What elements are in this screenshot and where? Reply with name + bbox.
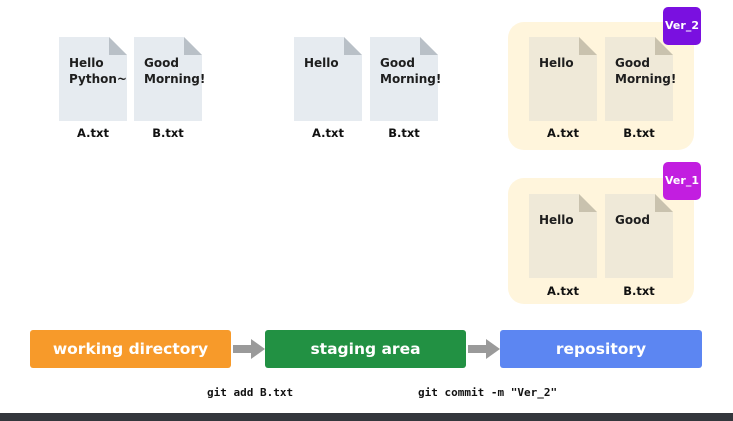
arrow-right-icon xyxy=(233,339,265,359)
file-content: Good Morning! xyxy=(615,56,677,86)
document-icon xyxy=(370,37,438,121)
ver-1-badge: Ver_1 xyxy=(663,162,701,200)
working-directory-bar: working directory xyxy=(30,330,231,368)
file-name: B.txt xyxy=(623,126,655,140)
repo2-file-a: Hello xyxy=(529,37,597,121)
document-icon xyxy=(605,37,673,121)
arrow-right-icon xyxy=(468,339,500,359)
file-content: Good Morning! xyxy=(144,56,206,86)
file-name: A.txt xyxy=(77,126,109,140)
repository-bar: repository xyxy=(500,330,702,368)
document-icon xyxy=(294,37,362,121)
repo2-file-b: Good Morning! xyxy=(605,37,677,121)
git-add-command: git add B.txt xyxy=(207,386,294,399)
file-name: B.txt xyxy=(152,126,184,140)
ver-2-badge: Ver_2 xyxy=(663,7,701,45)
file-name: B.txt xyxy=(388,126,420,140)
document-icon xyxy=(134,37,202,121)
file-name: A.txt xyxy=(312,126,344,140)
stage-file-a: Hello xyxy=(294,37,362,121)
stage-file-b: Good Morning! xyxy=(370,37,442,121)
wd-file-a: Hello Python~ xyxy=(59,37,127,121)
file-content: Hello Python~ xyxy=(69,56,127,86)
file-content: Hello xyxy=(539,213,574,227)
bottom-bar xyxy=(0,413,733,421)
file-name: A.txt xyxy=(547,284,579,298)
repo1-file-a: Hello xyxy=(529,194,597,278)
wd-file-b: Good Morning! xyxy=(134,37,206,121)
file-content: Good Morning! xyxy=(380,56,442,86)
file-content: Hello xyxy=(539,56,574,70)
file-content: Good xyxy=(615,213,650,227)
document-icon xyxy=(529,194,597,278)
file-content: Hello xyxy=(304,56,339,70)
document-icon xyxy=(59,37,127,121)
document-icon xyxy=(605,194,673,278)
file-name: A.txt xyxy=(547,126,579,140)
repo1-file-b: Good xyxy=(605,194,673,278)
document-icon xyxy=(529,37,597,121)
staging-area-bar: staging area xyxy=(265,330,466,368)
file-name: B.txt xyxy=(623,284,655,298)
git-commit-command: git commit -m "Ver_2" xyxy=(418,386,558,399)
